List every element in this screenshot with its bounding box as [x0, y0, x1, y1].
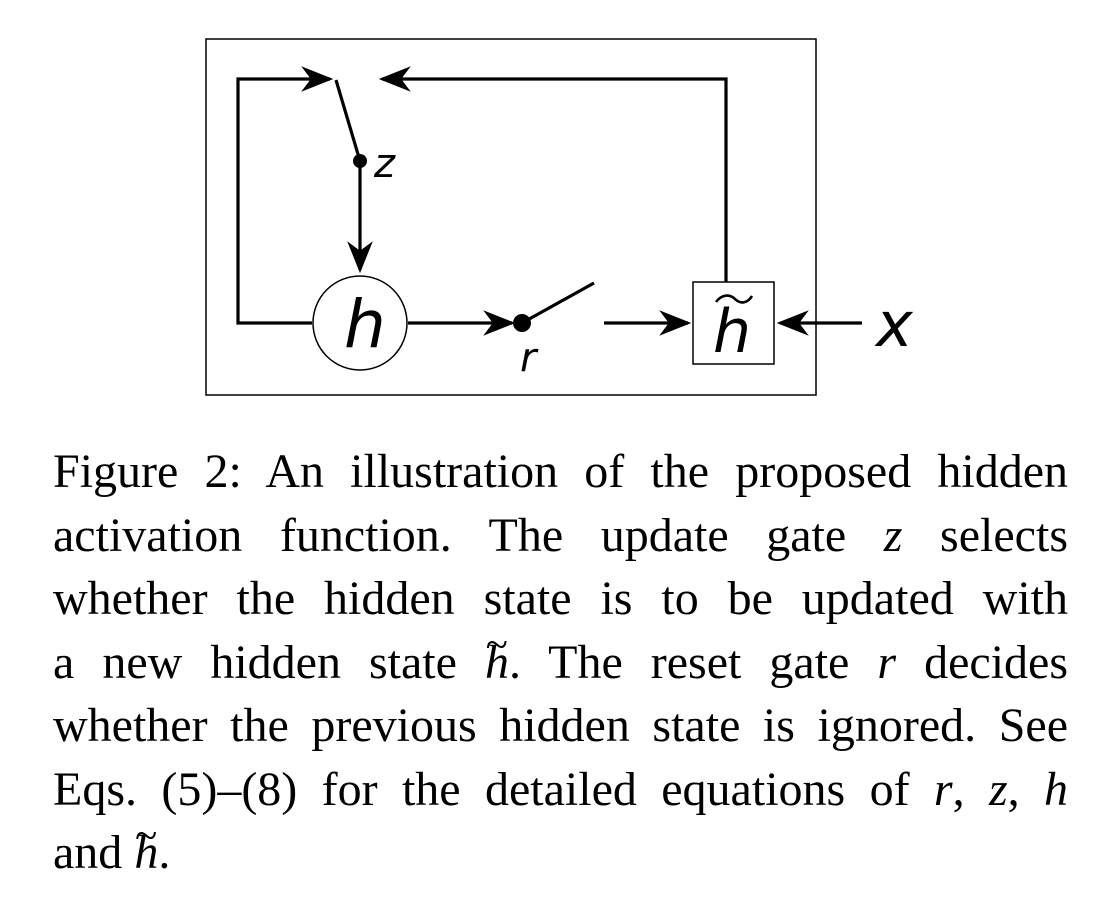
- caption-line-5: whether the previous hidden state is ign…: [53, 699, 1068, 752]
- caption-text: ,: [1007, 762, 1044, 816]
- caption-text: Eqs. (5)–(8) for the detailed equations …: [53, 762, 934, 816]
- caption-line-2: activation function. The update gate z s…: [53, 504, 1068, 568]
- label-h: h: [344, 286, 386, 363]
- label-z: z: [373, 141, 396, 187]
- math-var-h: h: [1044, 762, 1068, 816]
- caption-line-6: Eqs. (5)–(8) for the detailed equations …: [53, 758, 1068, 822]
- caption-text: a new hidden state: [53, 635, 485, 689]
- h-tilde-node: [692, 281, 775, 365]
- caption-text: . The reset gate: [508, 635, 878, 689]
- caption-text: decides: [896, 635, 1069, 689]
- caption-text: and: [53, 826, 135, 879]
- h-tilde-feedback-line: [378, 66, 728, 282]
- caption-text: .: [158, 826, 171, 879]
- math-var-h-tilde: h: [485, 613, 509, 695]
- math-var-z: z: [988, 762, 1008, 816]
- figure-caption: Figure 2: An illustration of the propose…: [53, 440, 1068, 885]
- caption-line-7: and h.: [53, 804, 1068, 885]
- math-var-r: r: [877, 635, 897, 689]
- h-feedback-loop: [236, 66, 334, 325]
- h-node: [312, 275, 408, 371]
- caption-text: selects: [902, 508, 1068, 562]
- math-var-z: z: [883, 508, 903, 562]
- caption-line-3: whether the hidden state is to be update…: [53, 572, 1068, 625]
- math-var-h-tilde: h: [134, 804, 158, 885]
- caption-text: activation function. The update gate: [53, 508, 884, 562]
- label-h-tilde: h: [713, 297, 751, 367]
- label-x: x: [874, 288, 914, 361]
- diagram-frame: [205, 38, 817, 396]
- caption-line-1: Figure 2: An illustration of the propose…: [53, 445, 1068, 498]
- caption-text: ,: [952, 762, 989, 816]
- label-r: r: [520, 335, 539, 381]
- math-var-r: r: [933, 762, 953, 816]
- caption-line-4: a new hidden state h. The reset gate r d…: [53, 613, 1069, 695]
- update-gate-switch: [334, 79, 362, 162]
- h-tilde-tilde-mark: [714, 294, 754, 304]
- reset-gate-switch: [521, 281, 595, 325]
- gru-diagram: z h r h x: [205, 38, 914, 396]
